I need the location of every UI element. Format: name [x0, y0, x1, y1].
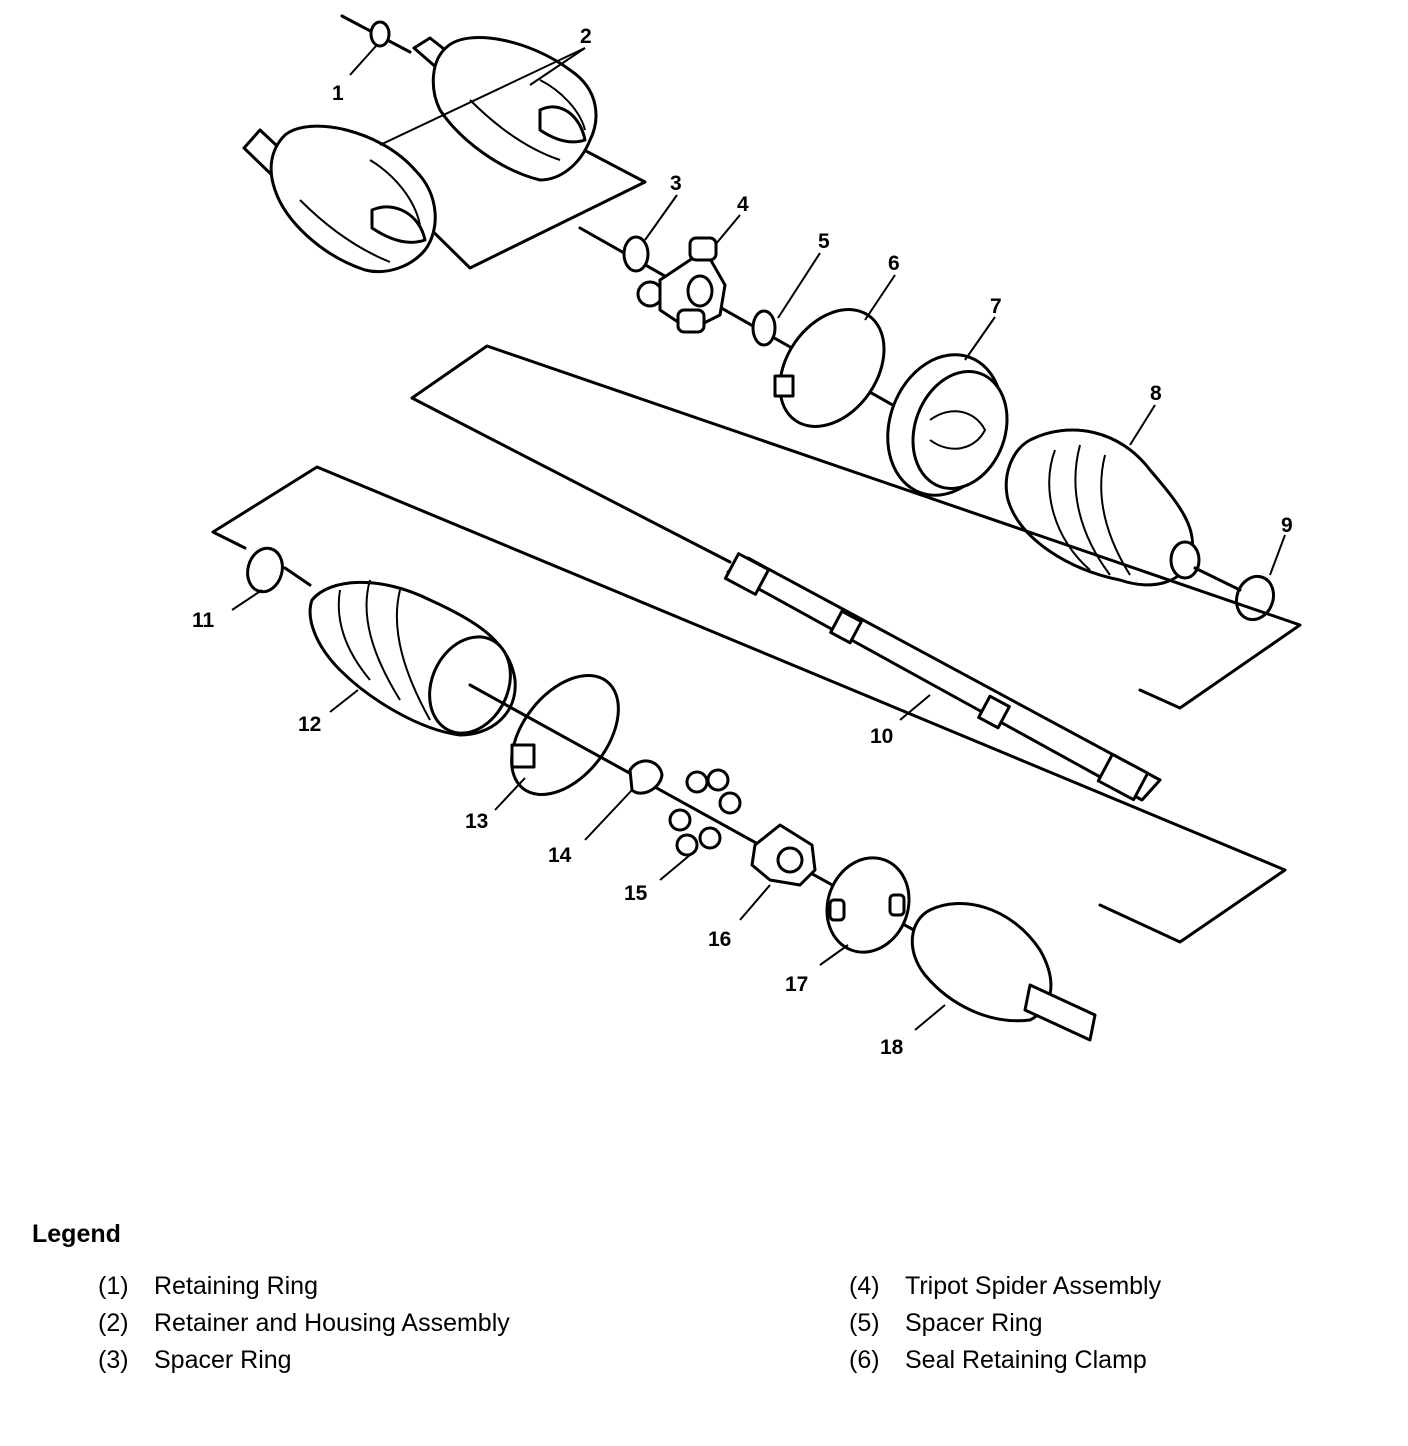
callout-2: 2	[580, 25, 592, 48]
callout-15: 15	[624, 882, 648, 905]
axle-halfshaft	[723, 552, 1162, 802]
tripot-spider-assembly	[636, 236, 727, 334]
callout-7: 7	[990, 295, 1002, 318]
legend-item: (4) Tripot Spider Assembly	[849, 1272, 1161, 1309]
legend-item-number: (4)	[849, 1272, 880, 1300]
spacer-ring-inner	[622, 235, 650, 273]
callout-18: 18	[880, 1036, 904, 1059]
legend-item-number: (6)	[849, 1346, 880, 1374]
legend-item-number: (3)	[98, 1346, 129, 1374]
legend-item: (1) Retaining Ring	[98, 1272, 510, 1309]
callout-14: 14	[548, 844, 572, 867]
outer-retaining-ring	[628, 759, 664, 795]
legend-item-number: (2)	[98, 1309, 129, 1337]
joint-housing-seal	[886, 353, 1009, 497]
legend-item: (2) Retainer and Housing Assembly	[98, 1309, 510, 1346]
callout-9: 9	[1281, 514, 1293, 537]
legend-item-number: (1)	[98, 1272, 129, 1300]
housing-assembly-upper	[412, 36, 598, 182]
outer-seal-clamp	[510, 674, 620, 796]
callout-13: 13	[465, 810, 488, 833]
ball-cage	[825, 856, 911, 954]
callout-16: 16	[708, 928, 731, 951]
shaft-spacer-ring	[1193, 566, 1276, 622]
legend-item-label: Spacer Ring	[905, 1309, 1043, 1337]
callout-8: 8	[1150, 382, 1162, 405]
legend-item-label: Spacer Ring	[154, 1346, 292, 1374]
bracket-lower	[211, 465, 1287, 944]
legend-item: (3) Spacer Ring	[98, 1346, 510, 1383]
callout-12: 12	[298, 713, 321, 736]
callout-17: 17	[785, 973, 808, 996]
spacer-ring-outer	[751, 309, 777, 347]
seal-retaining-clamp	[773, 308, 886, 428]
inner-race	[750, 823, 817, 887]
exploded-view-diagram: 1 2 3 4 5 6 7 8 9 10 11 12 13 14 15 16 1…	[192, 14, 1302, 1059]
outer-joint-housing	[910, 902, 1097, 1042]
legend-column-right: (4) Tripot Spider Assembly (5) Spacer Ring…	[849, 1272, 1161, 1383]
callout-10: 10	[870, 725, 893, 748]
callout-4: 4	[737, 193, 749, 216]
bracket-middle	[410, 344, 1302, 710]
drive-axle-drawing: 1 2 3 4 5 6 7 8 9 10 11 12 13 14 15 16 1…	[192, 14, 1302, 1059]
outer-spacer-ring	[246, 546, 284, 594]
leader-lines	[231, 45, 1286, 1031]
callout-6: 6	[888, 252, 900, 275]
callout-5: 5	[818, 230, 830, 253]
legend: Legend (1) Retaining Ring (2) Retainer and…	[0, 1210, 1408, 1446]
leader-line-11	[283, 566, 312, 587]
legend-item-number: (5)	[849, 1309, 880, 1337]
callout-11: 11	[192, 609, 215, 632]
inner-boot	[1004, 428, 1201, 587]
legend-item-label: Retainer and Housing Assembly	[154, 1309, 510, 1337]
ball-bearings	[668, 768, 742, 857]
legend-column-left: (1) Retaining Ring (2) Retainer and Housin…	[98, 1272, 510, 1383]
outer-boot	[308, 579, 517, 737]
retaining-ring	[369, 20, 391, 48]
legend-item: (5) Spacer Ring	[849, 1309, 1161, 1346]
housing-assembly-lower	[242, 124, 437, 274]
legend-item-label: Tripot Spider Assembly	[905, 1272, 1162, 1300]
legend-item-label: Seal Retaining Clamp	[905, 1346, 1147, 1374]
legend-item-label: Retaining Ring	[154, 1272, 318, 1300]
legend-item: (6) Seal Retaining Clamp	[849, 1346, 1161, 1383]
legend-title: Legend	[32, 1220, 121, 1248]
callout-1: 1	[332, 82, 344, 105]
callout-3: 3	[670, 172, 682, 195]
